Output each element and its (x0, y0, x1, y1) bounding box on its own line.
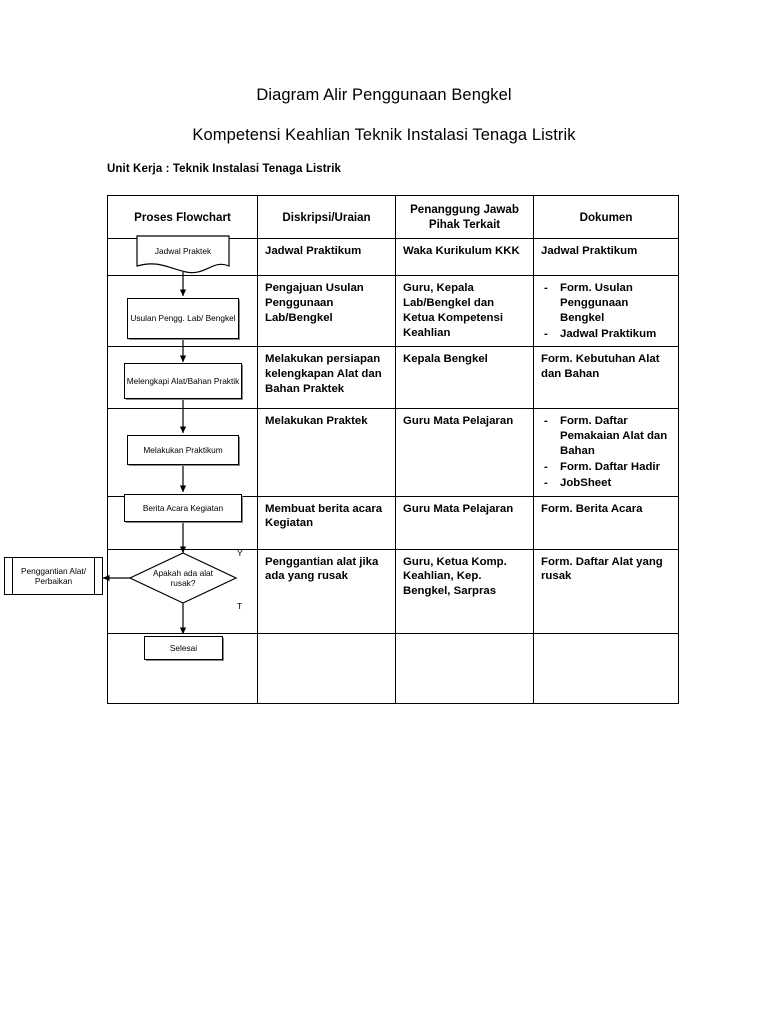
flow-node-jadwal-praktek[interactable]: Jadwal Praktek (154, 245, 212, 256)
flow-node-decision-label[interactable]: Apakah ada alat rusak? (153, 567, 213, 588)
cell-dokumen: Form. Daftar Pemakaian Alat dan Bahan Fo… (533, 408, 679, 497)
column-header-penanggung-jawab-line1: Penanggung Jawab (410, 203, 519, 216)
list-item: Form. Daftar Pemakaian Alat dan Bahan (541, 414, 672, 458)
column-header-penanggung-jawab: Penanggung Jawab Pihak Terkait (395, 194, 534, 240)
column-header-diskripsi-uraian: Diskripsi/Uraian (257, 194, 396, 240)
cell-deskripsi (257, 632, 396, 704)
flowchart-table: Proses Flowchart Diskripsi/Uraian Penang… (107, 194, 679, 704)
page-title-line1: Diagram Alir Penggunaan Bengkel (256, 86, 512, 104)
list-item: Form. Usulan Penggunaan Bengkel (541, 281, 672, 325)
cell-dokumen: Jadwal Praktikum (533, 238, 679, 277)
flow-node-penggantian-alat[interactable] (4, 557, 103, 595)
cell-deskripsi: Pengajuan Usulan Penggunaan Lab/Bengkel (257, 275, 396, 348)
flow-node-melengkapi-alat[interactable] (124, 363, 242, 399)
column-header-proses-flowchart: Proses Flowchart (107, 194, 258, 240)
cell-penanggung-jawab: Guru Mata Pelajaran (395, 495, 534, 550)
list-item: Jadwal Praktikum (541, 327, 672, 342)
cell-dokumen: Form. Berita Acara (533, 495, 679, 550)
flow-node-melakukan-praktikum[interactable] (127, 435, 239, 465)
table-row: Penggantian alat jika ada yang rusak Gur… (107, 548, 679, 634)
unit-kerja-label: Unit Kerja : Teknik Instalasi Tenaga Lis… (107, 163, 342, 175)
flow-node-usulan-penggunaan[interactable] (127, 298, 239, 339)
dokumen-list: Form. Daftar Pemakaian Alat dan Bahan Fo… (541, 414, 672, 490)
cell-penanggung-jawab: Guru, Ketua Komp. Keahlian, Kep. Bengkel… (395, 548, 534, 634)
cell-penanggung-jawab: Guru Mata Pelajaran (395, 408, 534, 497)
table-row (107, 632, 679, 704)
cell-dokumen: Form. Usulan Penggunaan Bengkel Jadwal P… (533, 275, 679, 348)
cell-dokumen (533, 632, 679, 704)
cell-penanggung-jawab (395, 632, 534, 704)
page-title-line2: Kompetensi Keahlian Teknik Instalasi Ten… (192, 126, 576, 144)
list-item: Form. Daftar Hadir (541, 460, 672, 475)
cell-penanggung-jawab: Kepala Bengkel (395, 346, 534, 410)
column-header-penanggung-jawab-line2: Pihak Terkait (428, 218, 501, 232)
cell-deskripsi: Melakukan Praktek (257, 408, 396, 497)
cell-deskripsi: Jadwal Praktikum (257, 238, 396, 277)
cell-deskripsi: Melakukan persiapan kelengkapan Alat dan… (257, 346, 396, 410)
table-row: Melakukan Praktek Guru Mata Pelajaran Fo… (107, 408, 679, 497)
cell-deskripsi: Membuat berita acara Kegiatan (257, 495, 396, 550)
table-header-row: Proses Flowchart Diskripsi/Uraian Penang… (107, 194, 679, 240)
list-item: JobSheet (541, 476, 672, 491)
column-header-dokumen: Dokumen (533, 194, 679, 240)
cell-dokumen: Form. Kebutuhan Alat dan Bahan (533, 346, 679, 410)
flow-cell (107, 548, 258, 634)
flow-node-selesai[interactable] (144, 636, 223, 660)
cell-penanggung-jawab: Waka Kurikulum KKK (395, 238, 534, 277)
cell-dokumen: Form. Daftar Alat yang rusak (533, 548, 679, 634)
cell-deskripsi: Penggantian alat jika ada yang rusak (257, 548, 396, 634)
flow-node-berita-acara[interactable] (124, 494, 242, 522)
cell-penanggung-jawab: Guru, Kepala Lab/Bengkel dan Ketua Kompe… (395, 275, 534, 348)
dokumen-list: Form. Usulan Penggunaan Bengkel Jadwal P… (541, 281, 672, 341)
